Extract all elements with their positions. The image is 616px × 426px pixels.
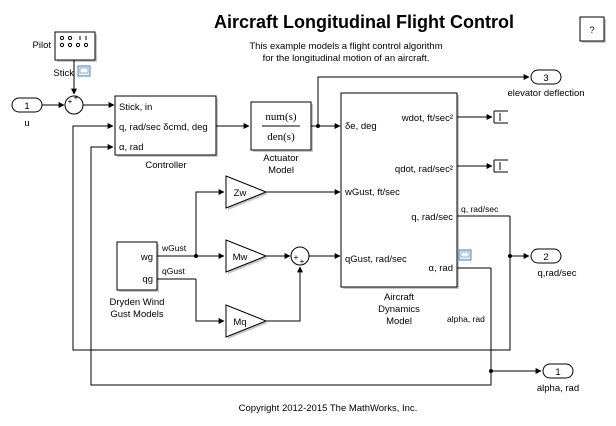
outport-alpha-number: 1 bbox=[555, 367, 560, 378]
actuator-label-1: Actuator bbox=[263, 153, 298, 164]
actuator-label-2: Model bbox=[268, 165, 294, 176]
controller-port-alpha: α, rad bbox=[119, 142, 144, 153]
outport-alpha[interactable]: 1 bbox=[542, 363, 574, 379]
aircraft-port-qgust: qGust, rad/sec bbox=[345, 254, 407, 265]
aircraft-scope-icon[interactable] bbox=[458, 249, 472, 261]
outport-elevator[interactable]: 3 bbox=[530, 69, 562, 85]
dryden-gust-block[interactable]: wg qg bbox=[116, 241, 159, 292]
stick-scope-label: Stick bbox=[53, 68, 74, 79]
diagram-title: Aircraft Longitudinal Flight Control bbox=[214, 12, 514, 32]
controller-port-stick: Stick, in bbox=[119, 102, 152, 113]
signal-qgust-label: qGust bbox=[162, 266, 185, 276]
help-button[interactable]: ? bbox=[579, 16, 606, 43]
aircraft-port-wdot: wdot, ft/sec² bbox=[401, 113, 453, 124]
outport-elevator-label: elevator deflection bbox=[507, 88, 584, 99]
actuator-numerator: num(s) bbox=[265, 111, 297, 123]
dryden-port-wg: wg bbox=[140, 252, 153, 263]
controller-label: Controller bbox=[145, 160, 186, 171]
sum-block-gust[interactable]: + + bbox=[290, 246, 310, 266]
controller-port-q: q, rad/sec δcmd, deg bbox=[119, 122, 208, 133]
signal-alpha-label: alpha, rad bbox=[447, 314, 485, 324]
copyright-text: Copyright 2012-2015 The MathWorks, Inc. bbox=[239, 403, 418, 414]
terminator-wdot[interactable] bbox=[493, 110, 508, 124]
svg-text:+: + bbox=[294, 252, 299, 262]
svg-text:+: + bbox=[74, 92, 79, 102]
outport-q[interactable]: 2 bbox=[530, 248, 562, 264]
svg-text:+: + bbox=[68, 96, 73, 106]
gain-mq[interactable]: Mq bbox=[225, 304, 268, 339]
aircraft-port-wgust: wGust, ft/sec bbox=[344, 187, 400, 198]
gain-mq-label: Mq bbox=[233, 317, 246, 328]
outport-alpha-label: alpha, rad bbox=[537, 383, 579, 394]
aircraft-port-qdot: qdot, rad/sec² bbox=[395, 164, 453, 175]
aircraft-label-2: Dynamics bbox=[378, 304, 420, 315]
gain-zw[interactable]: Zw bbox=[225, 175, 268, 210]
outport-q-label: q,rad/sec bbox=[537, 268, 576, 279]
inport-u-number: 1 bbox=[24, 101, 29, 112]
joystick-icon bbox=[59, 35, 89, 48]
aircraft-port-delta-e: δe, deg bbox=[345, 121, 377, 132]
signal-q-label: q, rad/sec bbox=[461, 204, 499, 214]
description-line-1: This example models a flight control alg… bbox=[249, 41, 442, 52]
dryden-label-2: Gust Models bbox=[110, 309, 164, 320]
outport-q-number: 2 bbox=[543, 252, 548, 263]
signal-wgust-label: wGust bbox=[161, 243, 187, 253]
pilot-block[interactable] bbox=[54, 31, 97, 62]
actuator-block[interactable]: num(s) den(s) bbox=[250, 101, 313, 152]
aircraft-port-alpha: α, rad bbox=[428, 263, 453, 274]
dryden-port-qg: qg bbox=[142, 274, 153, 285]
terminator-qdot[interactable] bbox=[493, 159, 508, 173]
outport-elevator-number: 3 bbox=[543, 73, 548, 84]
gain-mw[interactable]: Mw bbox=[225, 239, 268, 274]
aircraft-port-q: q, rad/sec bbox=[411, 212, 453, 223]
gain-mw-label: Mw bbox=[233, 252, 248, 263]
aircraft-dynamics-block[interactable]: δe, deg wGust, ft/sec qGust, rad/sec wdo… bbox=[340, 92, 472, 289]
description-line-2: for the longitudinal motion of an aircra… bbox=[263, 53, 430, 64]
inport-u[interactable]: 1 bbox=[11, 97, 43, 113]
inport-u-label: u bbox=[24, 118, 29, 129]
dryden-label-1: Dryden Wind bbox=[110, 297, 165, 308]
aircraft-label-1: Aircraft bbox=[384, 292, 414, 303]
sum-block-stick[interactable]: + + bbox=[64, 92, 84, 115]
actuator-denominator: den(s) bbox=[267, 131, 295, 143]
stick-scope-icon[interactable] bbox=[77, 65, 91, 77]
gain-zw-label: Zw bbox=[234, 188, 247, 199]
svg-text:+: + bbox=[300, 256, 305, 266]
controller-block[interactable]: Stick, in q, rad/sec δcmd, deg α, rad bbox=[114, 95, 218, 157]
aircraft-label-3: Model bbox=[386, 316, 412, 327]
help-icon: ? bbox=[589, 25, 594, 36]
pilot-label: Pilot bbox=[33, 40, 52, 51]
